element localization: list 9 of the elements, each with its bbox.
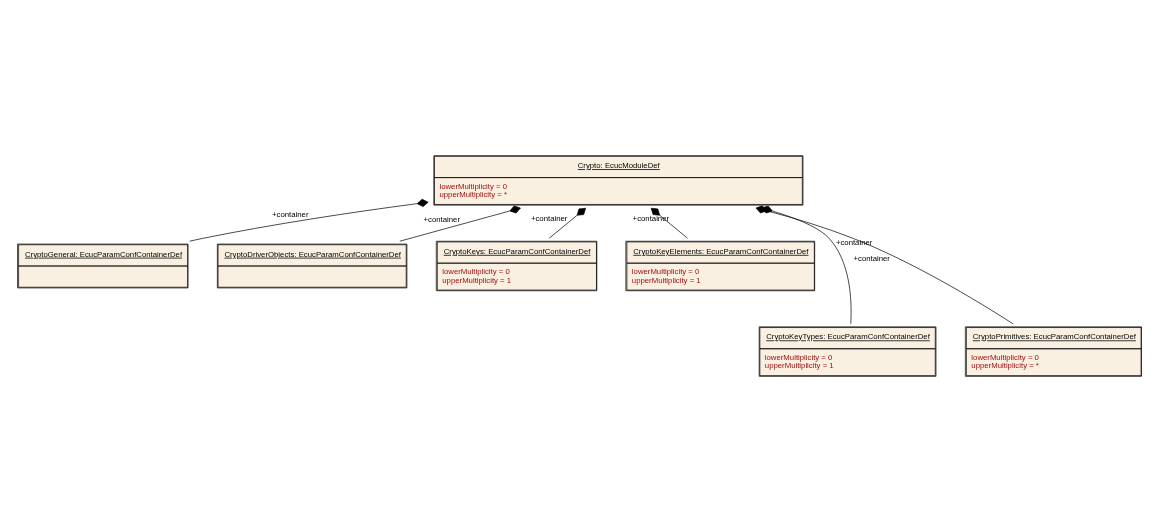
connector bbox=[189, 198, 429, 242]
connector bbox=[548, 207, 586, 239]
edge-label: +container bbox=[423, 215, 461, 225]
connector bbox=[650, 207, 688, 239]
edge-label: +container bbox=[853, 253, 890, 263]
edge-label: +container bbox=[272, 210, 309, 220]
edge-label: +container bbox=[530, 213, 568, 223]
connector bbox=[399, 205, 521, 242]
edge-label: +container bbox=[632, 213, 670, 223]
